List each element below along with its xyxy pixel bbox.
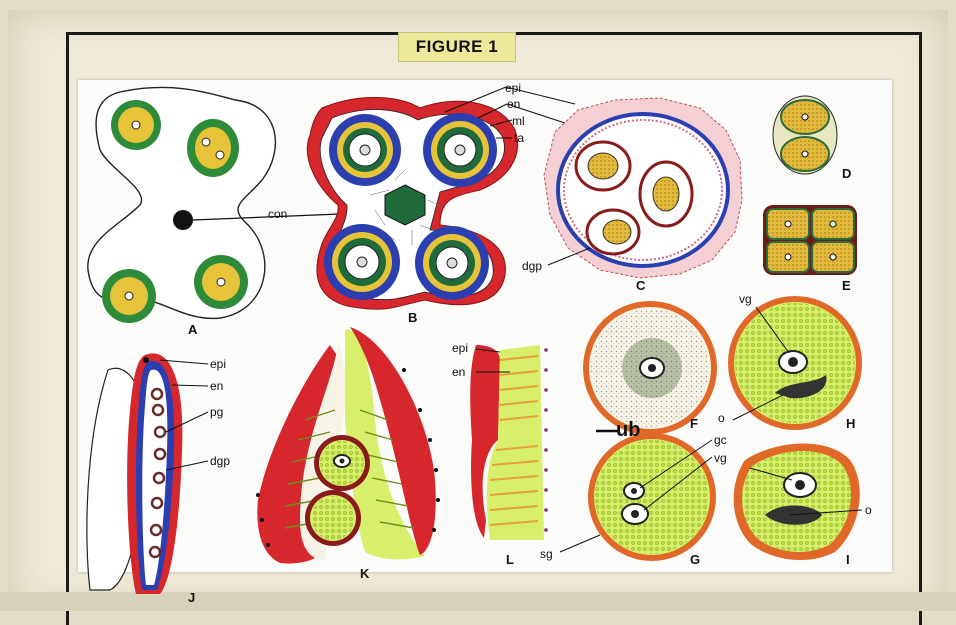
locule xyxy=(324,224,400,300)
label-vg-g: vg xyxy=(714,451,727,465)
microspore-tetrad xyxy=(576,142,630,190)
panel-j xyxy=(87,353,208,594)
handwritten-text: ub xyxy=(616,419,640,441)
panel-k xyxy=(256,327,440,563)
microspore-tetrad xyxy=(640,162,692,226)
connective-dot xyxy=(173,210,193,230)
panel-letter-d: D xyxy=(842,166,851,181)
epidermal-dots-l xyxy=(544,348,548,532)
label-epi-l: epi xyxy=(452,341,468,355)
label-en-j: en xyxy=(210,379,223,393)
leader-line xyxy=(560,535,600,552)
panel-letter-f: F xyxy=(690,416,698,431)
label-ta: ta xyxy=(514,131,524,145)
label-dgp-c: dgp xyxy=(522,259,542,273)
panel-letter-h: H xyxy=(846,416,855,431)
pollen-grain-k xyxy=(314,435,370,491)
label-epi-top: epi xyxy=(505,81,521,95)
panel-b xyxy=(307,97,517,309)
label-en-top: en xyxy=(507,97,520,111)
panel-f xyxy=(583,301,717,435)
microspore-mother-cell xyxy=(194,255,248,309)
label-con: con xyxy=(268,207,287,221)
microspore-tetrad xyxy=(587,210,639,254)
microspore-mother-cell xyxy=(102,269,156,323)
panel-letter-k: K xyxy=(360,566,370,581)
label-pg: pg xyxy=(210,405,223,419)
panel-letter-c: C xyxy=(636,278,646,293)
panel-letter-l: L xyxy=(506,552,514,567)
label-en-l: en xyxy=(452,365,465,379)
locule xyxy=(415,226,489,300)
panel-l xyxy=(470,345,548,540)
panel-h xyxy=(728,296,862,430)
panel-letter-b: B xyxy=(408,310,417,325)
panel-letter-e: E xyxy=(842,278,851,293)
pollen-grain-k xyxy=(305,490,361,546)
label-epi-j: epi xyxy=(210,357,226,371)
anther-development-plate: epi en ml ta con dgp vg o epi en pg dgp … xyxy=(0,0,956,611)
label-sg: sg xyxy=(540,547,553,561)
panel-d xyxy=(773,96,837,174)
panel-c xyxy=(544,98,742,278)
panel-letter-g: G xyxy=(690,552,700,567)
label-o-h: o xyxy=(718,411,725,425)
locule xyxy=(329,114,401,186)
label-vg-h: vg xyxy=(739,292,752,306)
microspore-mother-cell xyxy=(187,119,239,177)
panel-e xyxy=(763,205,857,275)
label-gc: gc xyxy=(714,433,727,447)
label-dgp-j: dgp xyxy=(210,454,230,468)
panel-i xyxy=(734,444,862,561)
label-ml: ml xyxy=(512,114,525,128)
panel-letter-i: I xyxy=(846,552,850,567)
microspore-mother-cell xyxy=(111,100,161,150)
locule xyxy=(423,113,497,187)
panel-letter-j: J xyxy=(188,590,195,605)
panel-letter-a: A xyxy=(188,322,198,337)
panel-g xyxy=(560,433,716,561)
label-o-i: o xyxy=(865,503,872,517)
panel-a xyxy=(88,87,276,323)
